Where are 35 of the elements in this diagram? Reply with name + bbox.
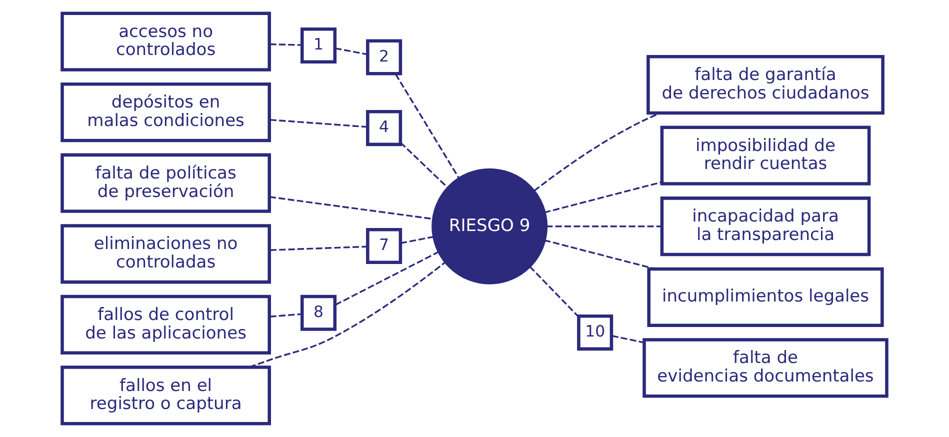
connector	[544, 181, 662, 214]
connector	[400, 142, 449, 189]
connector	[334, 48, 368, 56]
connector	[248, 261, 446, 368]
node-box: incapacidad para la transparencia	[660, 196, 871, 256]
node-box: depósitos en malas condiciones	[60, 82, 271, 142]
connector	[270, 43, 302, 46]
connector	[334, 251, 440, 306]
node-box: 1	[300, 27, 337, 64]
node-box: imposibilidad de rendir cuentas	[660, 126, 871, 186]
connector	[394, 74, 460, 180]
node-box: incumplimientos legales	[647, 267, 884, 327]
connector	[612, 334, 644, 344]
connector	[529, 266, 579, 318]
node-box: fallos en el registro o captura	[60, 366, 271, 426]
node-box: 8	[300, 294, 337, 331]
connector	[400, 236, 434, 244]
connector	[270, 313, 302, 318]
connector	[270, 246, 368, 251]
connector	[546, 226, 662, 228]
node-box: fallos de control de las aplicaciones	[60, 294, 271, 354]
connector	[544, 239, 656, 270]
node-box: eliminaciones no controladas	[60, 224, 271, 284]
node-box: 4	[366, 110, 402, 146]
connector	[269, 196, 434, 220]
node-box: 7	[366, 228, 402, 264]
connector	[534, 112, 661, 192]
connector	[270, 118, 368, 128]
node-box: falta de evidencias documentales	[642, 338, 888, 398]
node-box: falta de garantía de derechos ciudadanos	[646, 54, 884, 115]
node-box: accesos no controlados	[60, 12, 271, 72]
node-box: 10	[577, 314, 614, 351]
node-box: 2	[366, 39, 402, 76]
node-box: falta de políticas de preservación	[60, 153, 271, 213]
node-circle: RIESGO 9	[432, 168, 548, 284]
